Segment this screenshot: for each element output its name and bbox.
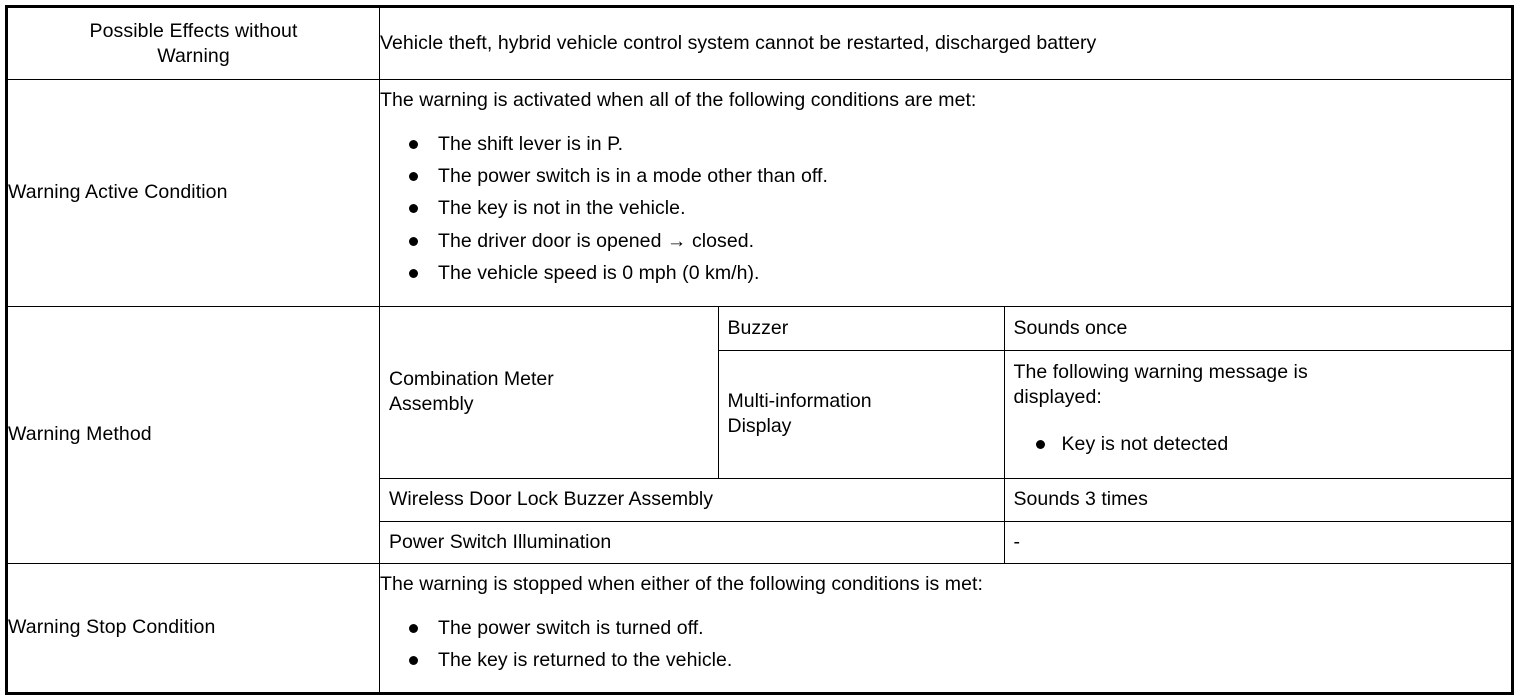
list-item-text: The key is returned to the vehicle. [438,648,733,671]
row-label-possible-effects: Possible Effects without Warning [6,6,380,80]
list-item: The power switch is turned off. [380,612,1511,644]
method-device-label-line-1: Combination Meter [389,367,554,390]
row-value-warning-method: Combination Meter Assembly Buzzer Sounds [379,306,1513,564]
method-device-power-switch-illumination: Power Switch Illumination [380,520,1005,563]
warning-message-intro: The following warning message is display… [1014,360,1503,411]
method-subitem-label-line-2: Display [727,415,792,437]
list-item-text: The power switch is turned off. [438,616,704,639]
method-subitem-buzzer: Buzzer [717,307,1005,351]
row-value-warning-stop-condition: The warning is stopped when either of th… [379,563,1513,694]
method-subitem-label: Multi-information Display [719,383,1004,446]
list-item: Key is not detected [1014,430,1503,458]
method-device-wireless-door-lock-buzzer-assembly: Wireless Door Lock Buzzer Assembly [380,477,1005,522]
method-subitem-multi-information-display: Multi-information Display [717,349,1005,479]
warning-method-grid: Combination Meter Assembly Buzzer Sounds [380,307,1511,563]
list-item: The driver door is opened → closed. [380,225,1511,257]
list-item-text: The vehicle speed is 0 mph (0 km/h). [438,261,760,284]
warning-method-grid-wrapper: Combination Meter Assembly Buzzer Sounds [380,307,1511,563]
method-row-power-switch-illumination: Power Switch Illumination - [380,520,1511,563]
method-result-text: - [1013,530,1021,553]
row-label-text: Warning Active Condition [8,181,228,204]
warning-message-intro-line-2: displayed: [1013,385,1102,408]
table-row-warning-stop-condition: Warning Stop Condition The warning is st… [6,563,1513,694]
method-device-combination-meter-assembly: Combination Meter Assembly [380,307,719,479]
row-label-line-1: Possible Effects without [89,19,298,42]
list-item-text: Key is not detected [1061,433,1229,456]
method-device-label: Wireless Door Lock Buzzer Assembly [389,487,714,510]
warning-stop-bullet-list: The power switch is turned off. The key … [380,612,1511,677]
warning-message-intro-line-1: The following warning message is [1013,360,1308,383]
list-item: The key is returned to the vehicle. [380,644,1511,676]
method-row-wireless-door-lock-buzzer-assembly: Wireless Door Lock Buzzer Assembly Sound… [380,477,1511,522]
bullet-dot-icon [409,236,418,246]
possible-effects-text: Vehicle theft, hybrid vehicle control sy… [380,31,1097,54]
warning-message-block: The following warning message is display… [1005,351,1512,469]
bullet-dot-icon [1035,440,1045,450]
bullet-dot-icon [409,172,418,182]
bullet-dot-icon [409,204,418,214]
table-row-warning-method: Warning Method [6,306,1513,564]
list-item: The key is not in the vehicle. [380,192,1511,224]
warning-stop-intro: The warning is stopped when either of th… [380,573,983,595]
row-value-warning-active-condition: The warning is activated when all of the… [379,79,1513,307]
row-label-warning-stop-condition: Warning Stop Condition [6,563,380,694]
row-label-line-2: Warning [157,44,230,67]
method-result-power-switch-illumination: - [1003,520,1511,563]
table-row-warning-active-condition: Warning Active Condition The warning is … [6,79,1513,307]
list-item-text: The shift lever is in P. [438,132,624,155]
method-device-label: Power Switch Illumination [389,530,612,553]
list-item: The shift lever is in P. [380,128,1511,160]
list-item-text: The driver door is opened → closed. [438,229,755,252]
row-label-text: Warning Stop Condition [8,616,216,639]
warning-active-intro: The warning is activated when all of the… [380,89,977,111]
bullet-dot-icon [409,269,418,279]
table-row-possible-effects: Possible Effects without Warning Vehicle… [6,6,1513,80]
warning-message-bullet-list: Key is not detected [1014,430,1503,458]
method-row-multi-information-display: Multi-information Display The following … [380,349,1512,479]
method-row-buzzer: Combination Meter Assembly Buzzer Sounds [380,307,1511,479]
row-label-warning-method: Warning Method [6,306,380,564]
method-result-buzzer: Sounds once [1003,307,1511,351]
method-subitem-label-line-1: Multi-information [727,389,872,412]
method-result-text: Sounds 3 times [1013,487,1148,510]
row-label-warning-active-condition: Warning Active Condition [6,79,380,307]
bullet-dot-icon [409,656,418,666]
row-value-possible-effects: Vehicle theft, hybrid vehicle control sy… [379,6,1513,80]
method-result-text: Sounds once [1013,316,1128,339]
bullet-dot-icon [409,139,418,149]
row-label-text: Warning Method [8,423,152,446]
bullet-dot-icon [409,623,418,633]
method-device-label: Combination Meter Assembly [380,361,718,424]
method-subitem-label: Buzzer [727,316,789,339]
warning-specification-table: Possible Effects without Warning Vehicle… [5,5,1514,695]
method-result-wireless-door-lock-buzzer-assembly: Sounds 3 times [1003,477,1511,522]
list-item: The vehicle speed is 0 mph (0 km/h). [380,257,1511,289]
warning-active-bullet-list: The shift lever is in P. The power switc… [380,128,1511,290]
list-item-text: The key is not in the vehicle. [438,197,686,220]
method-device-label-line-2: Assembly [389,393,474,416]
method-result-multi-information-display: The following warning message is display… [1003,349,1512,479]
list-item-text: The power switch is in a mode other than… [438,164,828,187]
list-item: The power switch is in a mode other than… [380,160,1511,192]
